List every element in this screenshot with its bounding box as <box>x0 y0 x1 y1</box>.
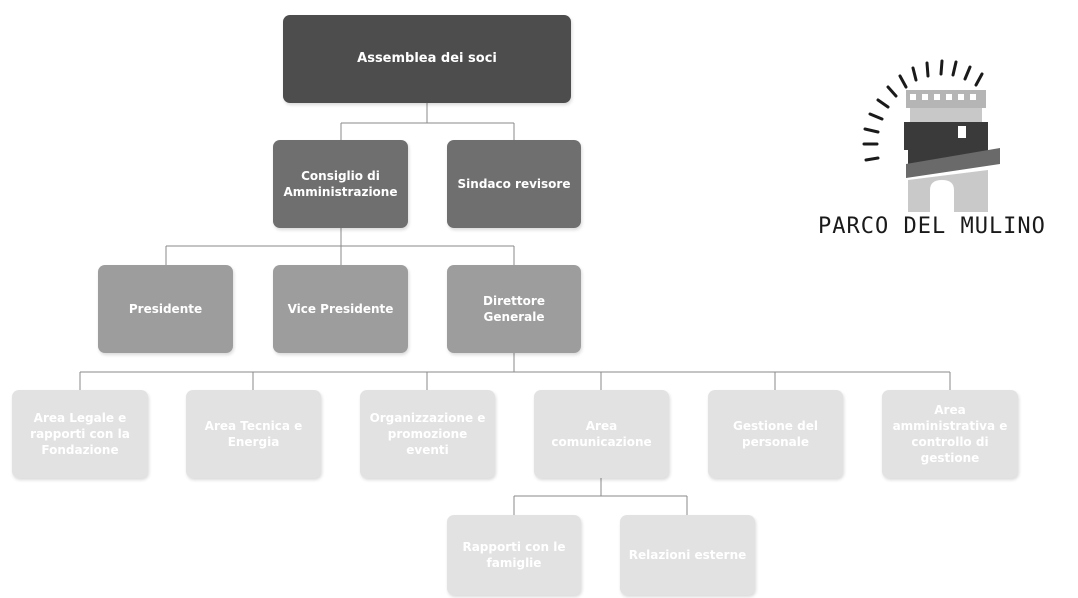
area-node: Gestione del personale <box>708 390 843 478</box>
area-node: Area comunicazione <box>534 390 669 478</box>
vice-president-node: Vice Presidente <box>273 265 408 353</box>
assembly-node: Assemblea dei soci <box>283 15 571 103</box>
mill-tower-logo-icon <box>862 59 1000 212</box>
area-node: Organizzazione e promozione eventi <box>360 390 495 478</box>
general-director-node: Direttore Generale <box>447 265 581 353</box>
area-node: Area Legale e rapporti con la Fondazione <box>12 390 148 478</box>
president-node: Presidente <box>98 265 233 353</box>
area-node: Area amministrativa e controllo di gesti… <box>882 390 1018 478</box>
subarea-node: Relazioni esterne <box>620 515 755 595</box>
auditor-node: Sindaco revisore <box>447 140 581 228</box>
logo-wordmark: PARCO DEL MULINO <box>818 214 1046 239</box>
subarea-node: Rapporti con le famiglie <box>447 515 581 595</box>
area-node: Area Tecnica e Energia <box>186 390 321 478</box>
board-node: Consiglio di Amministrazione <box>273 140 408 228</box>
